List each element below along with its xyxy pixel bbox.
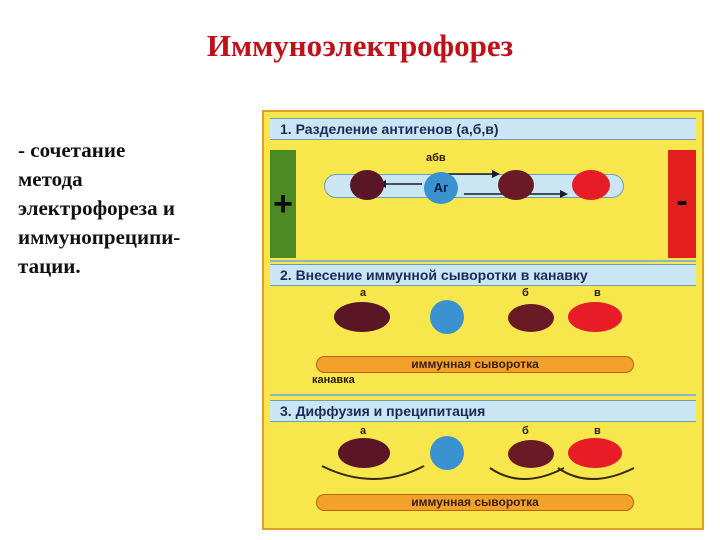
anode-plus-bar: + [270,150,296,258]
immune-serum-groove: иммунная сыворотка [316,494,634,511]
antigen-b-oval [508,304,554,332]
antigen-v-oval [568,302,622,332]
immunoelectrophoresis-diagram: 1. Разделение антигенов (а,б,в) + - абв … [262,110,704,530]
label-v: в [594,425,601,437]
antigen-v-oval [572,170,610,200]
description-line: иммунопреципи- [18,225,181,249]
antigen-b-oval [498,170,534,200]
arrows-layer [321,170,635,480]
label-v: в [594,287,601,299]
step3-header: 3. Диффузия и преципитация [270,400,696,422]
antigen-mix-circle: Аг [424,172,458,204]
step2-header: 2. Внесение иммунной сыворотки в канавку [270,264,696,286]
antigen-mix-circle [430,436,464,470]
antigen-mix-circle [430,300,464,334]
antigen-a-oval [338,438,390,468]
label-a: а [360,425,367,437]
label-b: б [522,287,529,299]
groove-label: канавка [312,374,355,386]
cathode-minus-bar: - [668,150,696,258]
antigen-a-oval [334,302,390,332]
description-text: - сочетание метода электрофореза и иммун… [18,136,258,281]
divider [270,394,696,396]
antigen-b-oval [508,440,554,468]
abv-label: абв [426,152,446,164]
description-line: - сочетание [18,138,126,162]
divider [270,260,696,262]
label-b: б [522,425,529,437]
label-a: а [360,287,367,299]
page-title: Иммуноэлектрофорез [206,28,514,63]
immune-serum-groove: иммунная сыворотка [316,356,634,373]
step1-header: 1. Разделение антигенов (а,б,в) [270,118,696,140]
description-line: электрофореза и [18,196,175,220]
antigen-a-oval [350,170,384,200]
antigen-v-oval [568,438,622,468]
description-line: метода [18,167,83,191]
description-line: тации. [18,254,81,278]
